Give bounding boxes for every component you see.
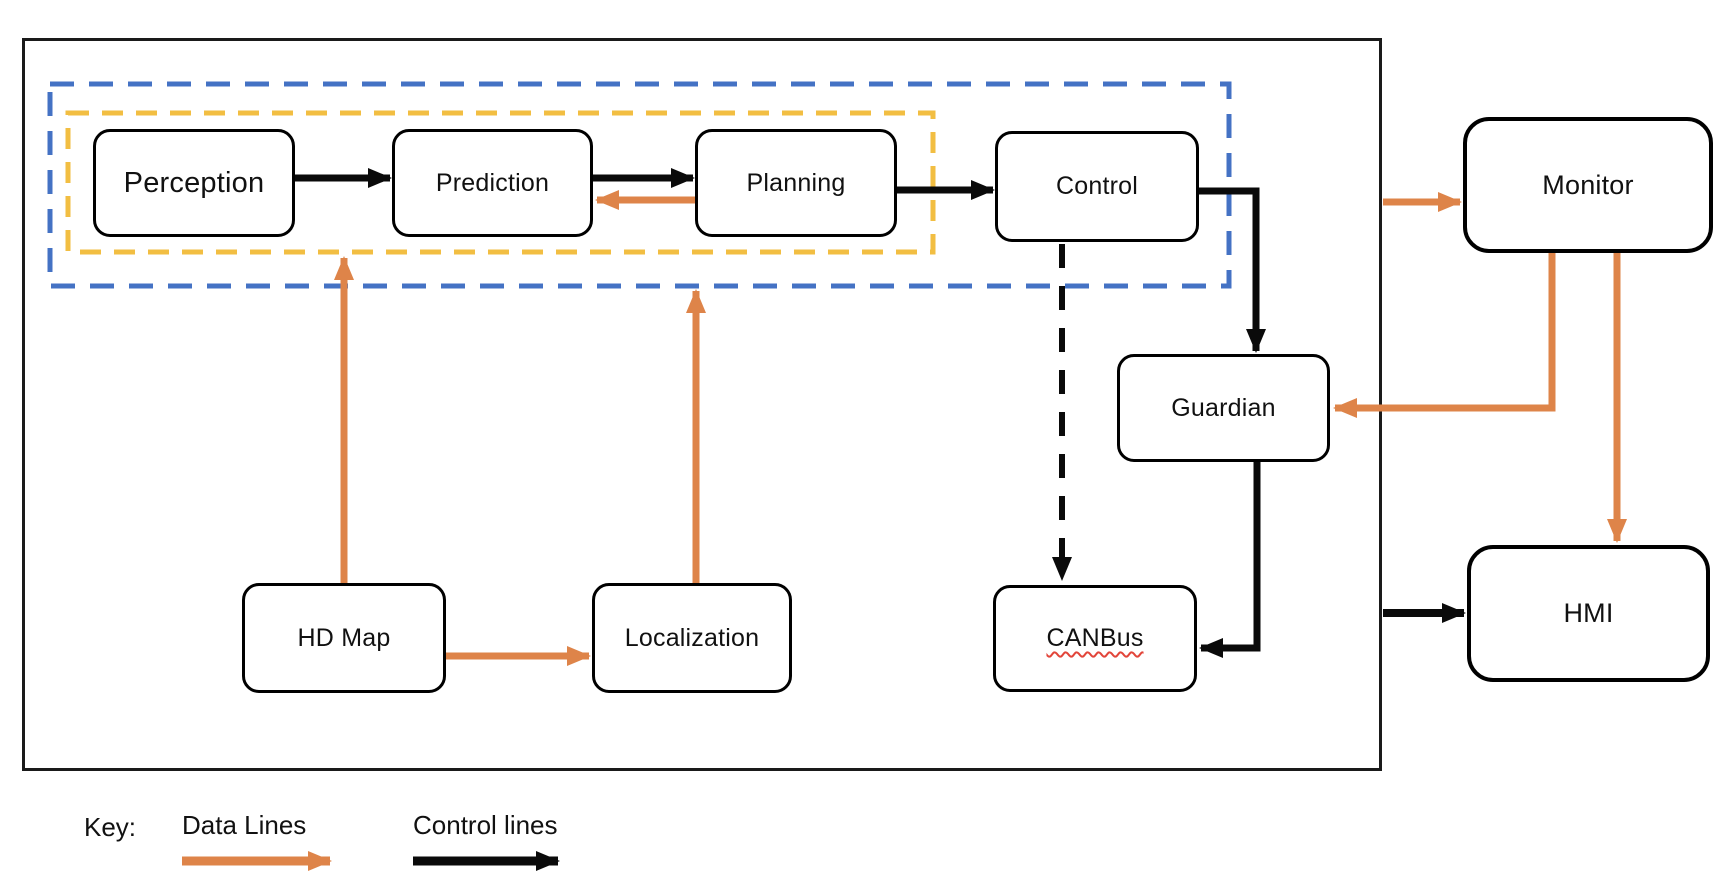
legend-title: Key: bbox=[84, 812, 137, 842]
node-perception-label: Perception bbox=[123, 166, 265, 199]
node-guardian-label: Guardian bbox=[1171, 393, 1276, 422]
node-control-label: Control bbox=[1056, 172, 1138, 200]
node-guardian: Guardian bbox=[1117, 354, 1330, 462]
node-hd-map: HD Map bbox=[242, 583, 446, 693]
node-prediction-label: Prediction bbox=[435, 168, 550, 197]
node-perception: Perception bbox=[93, 129, 295, 237]
node-monitor-label: Monitor bbox=[1542, 169, 1634, 200]
node-planning-label: Planning bbox=[746, 168, 846, 197]
node-monitor: Monitor bbox=[1463, 117, 1713, 253]
node-prediction: Prediction bbox=[392, 129, 593, 237]
node-canbus: CANBus bbox=[993, 585, 1197, 692]
node-canbus-label: CANBus bbox=[1046, 624, 1144, 652]
node-hmi-label: HMI bbox=[1563, 598, 1614, 628]
node-localization: Localization bbox=[592, 583, 792, 693]
legend-control-lines-label: Control lines bbox=[413, 810, 558, 840]
node-planning: Planning bbox=[695, 129, 897, 237]
legend-data-lines-label: Data Lines bbox=[182, 810, 307, 840]
node-localization-label: Localization bbox=[624, 623, 760, 652]
node-control: Control bbox=[995, 131, 1199, 242]
node-hmi: HMI bbox=[1467, 545, 1710, 682]
node-hd-map-label: HD Map bbox=[297, 623, 391, 652]
